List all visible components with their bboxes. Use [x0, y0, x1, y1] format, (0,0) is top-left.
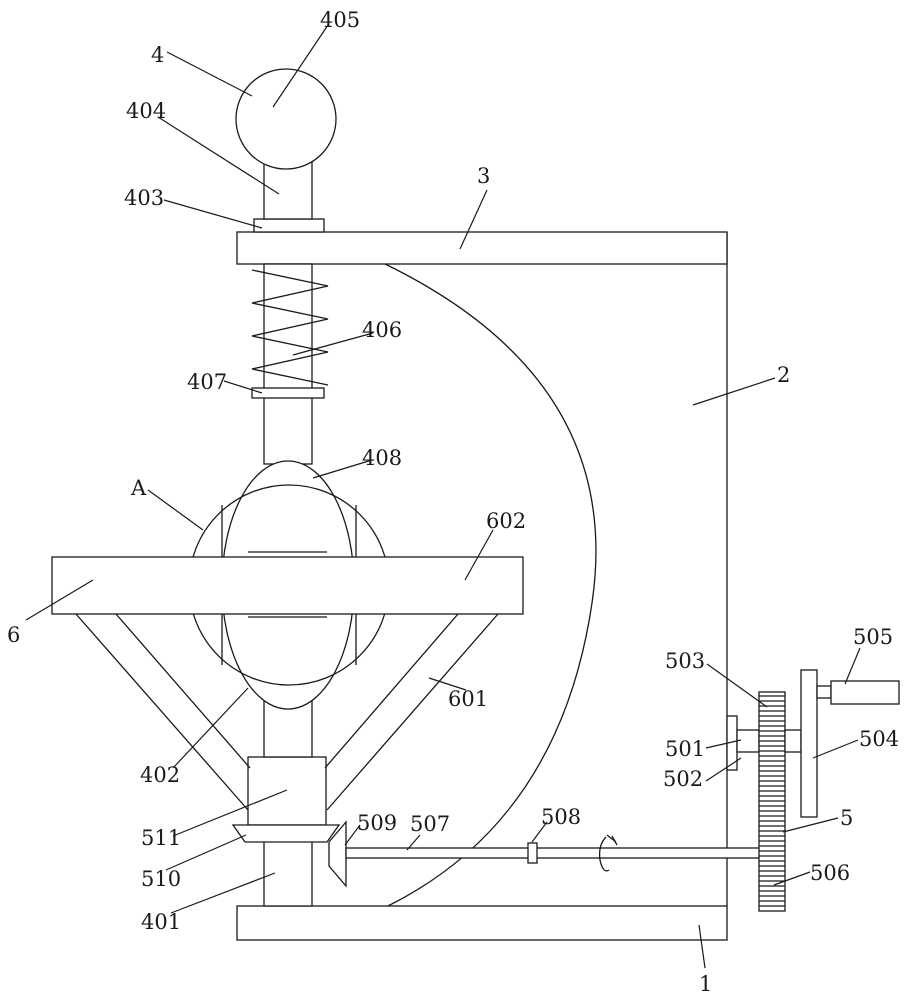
arc-guide [382, 262, 597, 907]
spur-gear [758, 691, 786, 912]
label-3: 3 [477, 164, 490, 188]
label-401: 401 [141, 910, 181, 934]
bevel-gear-horizontal [231, 824, 341, 843]
label-5: 5 [840, 806, 853, 830]
shaft-coupling [527, 842, 538, 864]
label-407: 407 [187, 370, 227, 394]
label-2: 2 [777, 363, 790, 387]
label-408: 408 [362, 446, 402, 470]
sleeve [247, 756, 327, 826]
spring [251, 269, 329, 386]
label-405: 405 [320, 8, 360, 32]
label-402: 402 [140, 763, 180, 787]
label-508: 508 [541, 805, 581, 829]
label-510: 510 [141, 867, 181, 891]
label-504: 504 [859, 727, 899, 751]
label-501: 501 [665, 737, 705, 761]
label-509: 509 [357, 811, 397, 835]
middle-rod [263, 699, 313, 758]
crank-disc [800, 669, 818, 818]
platform-slot [248, 551, 327, 618]
support-legs [75, 613, 499, 811]
top-collar [253, 218, 325, 233]
gear-shaft [784, 729, 802, 753]
label-406: 406 [362, 318, 402, 342]
crank-handle [830, 680, 900, 705]
label-502: 502 [663, 767, 703, 791]
label-404: 404 [126, 99, 166, 123]
label-602: 602 [486, 509, 526, 533]
label-511: 511 [141, 826, 181, 850]
label-507: 507 [410, 812, 450, 836]
label-403: 403 [124, 186, 164, 210]
label-6: 6 [7, 623, 20, 647]
spring-collar [251, 387, 325, 399]
lower-rod [263, 839, 313, 907]
leader-lines [25, 24, 861, 969]
base-plate [236, 905, 728, 941]
label-506: 506 [810, 861, 850, 885]
handle-knob [235, 68, 337, 170]
crank-arm [816, 685, 832, 699]
label-601: 601 [448, 687, 488, 711]
label-4: 4 [151, 43, 164, 67]
short-shaft [736, 729, 760, 753]
platform [51, 556, 524, 615]
bevel-gear-vertical [328, 820, 347, 888]
part-labels: 405 4 404 403 3 406 407 2 408 A 602 6 50… [7, 8, 899, 996]
label-1: 1 [699, 972, 712, 996]
label-505: 505 [853, 625, 893, 649]
top-arm [236, 231, 728, 265]
label-a: A [130, 476, 147, 500]
upper-rod [263, 263, 313, 465]
rotation-arrow-icon [598, 834, 618, 872]
label-503: 503 [665, 649, 705, 673]
